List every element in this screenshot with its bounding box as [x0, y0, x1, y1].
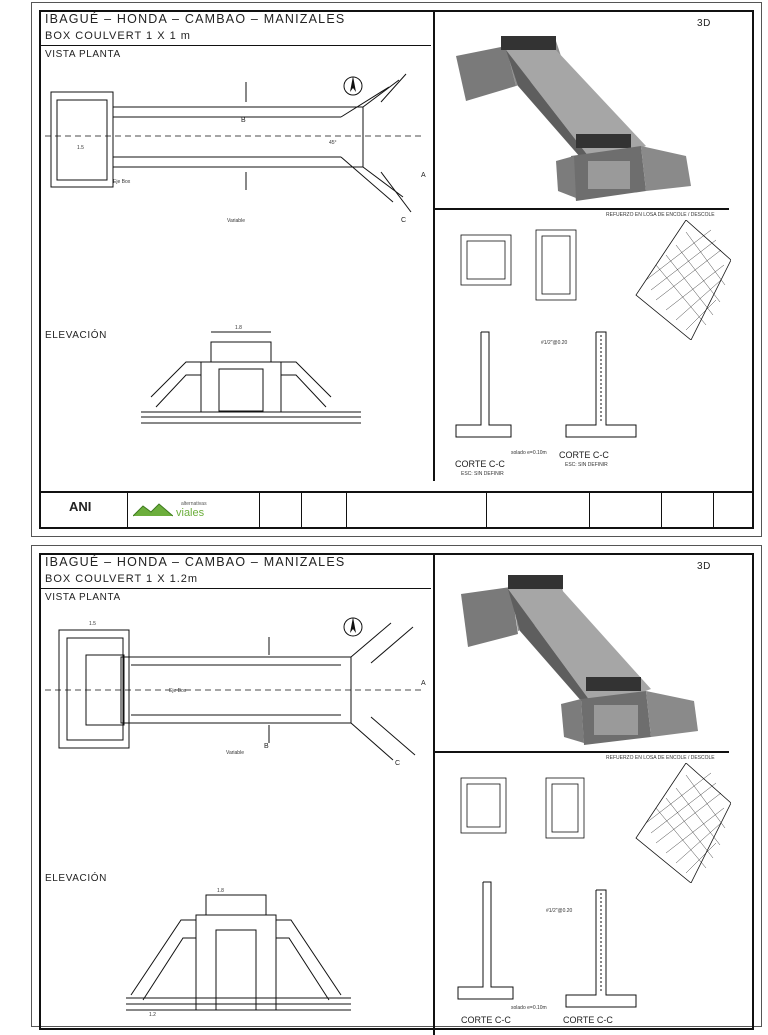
- sheet-1-3d-model: [456, 36, 691, 201]
- sheet-1-section-mark-b: B: [241, 117, 246, 124]
- sheet-1-section-scale-left: ESC: SIN DEFINIR: [461, 471, 504, 477]
- sheet-2-plan-view: [45, 622, 421, 761]
- sheet-2-variable-label: Variable: [226, 750, 244, 756]
- sheet-1-brand-bottom: viales: [176, 507, 205, 519]
- sheet-2-solado-label: solado e=0.10m: [511, 1005, 547, 1011]
- sheet-2-section-mark-a: A: [421, 680, 426, 687]
- sheet-2-dim-bottom: 1.2: [149, 1012, 156, 1018]
- sheet-2-3d-label: 3D: [697, 561, 711, 572]
- sheet-1-variable-label: Variable: [227, 218, 245, 224]
- drawing-sheet-2: IBAGUÉ – HONDA – CAMBAO – MANIZALES BOX …: [31, 545, 762, 1035]
- sheet-1-title-block: ANI alternativas viales: [41, 491, 752, 527]
- drawing-sheet-1: IBAGUÉ – HONDA – CAMBAO – MANIZALES BOX …: [31, 2, 762, 537]
- sheet-2-rebar-details: [460, 763, 731, 883]
- sheet-2-section-label-right: CORTE C-C: [563, 1015, 613, 1025]
- sheet-2-section-label-left: CORTE C-C: [461, 1015, 511, 1025]
- sheet-1-rebar-details: [460, 220, 731, 340]
- sheet-1-3d-label: 3D: [697, 18, 711, 29]
- sheet-1-north-arrow-icon: [343, 76, 363, 96]
- sheet-1-elevation-view: [141, 331, 361, 424]
- sheet-1-section-scale-right: ESC: SIN DEFINIR: [565, 462, 608, 468]
- sheet-1-section-label-left: CORTE C-C: [455, 459, 505, 469]
- sheet-1-section-cc-right: [565, 331, 637, 438]
- sheet-1-rebar-title: REFUERZO EN LOSA DE ENCOLE / DESCOLE: [606, 212, 715, 218]
- sheet-2-axis-label: Eje Box: [169, 688, 187, 694]
- sheet-2-frame: IBAGUÉ – HONDA – CAMBAO – MANIZALES BOX …: [39, 553, 754, 1035]
- sheet-2-subtitle: BOX COULVERT 1 X 1.2m: [45, 573, 199, 585]
- sheet-1-frame: IBAGUÉ – HONDA – CAMBAO – MANIZALES BOX …: [39, 10, 754, 529]
- sheet-2-section-mark-b: B: [264, 743, 269, 750]
- sheet-1-axis-label: Eje Box: [113, 179, 131, 185]
- sheet-2-section-cc-right: [565, 889, 637, 1008]
- sheet-2-bar-label: #1/2"@0.20: [546, 908, 573, 914]
- sheet-1-subtitle: BOX COULVERT 1 X 1 m: [45, 30, 191, 42]
- sheet-2-north-arrow-icon: [343, 617, 363, 637]
- sheet-2-section-cc-left: [457, 881, 514, 1000]
- sheet-2-section-mark-c: C: [395, 760, 401, 767]
- sheet-1-bar-label: #1/2"@0.20: [541, 340, 568, 346]
- sheet-1-ani-logo: ANI: [69, 499, 92, 514]
- sheet-2-elevation-view: [126, 894, 351, 1011]
- sheet-1-brand-top: alternativas: [181, 501, 207, 507]
- sheet-1-section-label-right: CORTE C-C: [559, 450, 609, 460]
- sheet-1-section-mark-a: A: [421, 172, 426, 179]
- sheet-1-plan-label: VISTA PLANTA: [45, 49, 121, 60]
- sheet-2-dim-1: 1.5: [89, 621, 96, 627]
- sheet-1-title: IBAGUÉ – HONDA – CAMBAO – MANIZALES: [45, 12, 346, 26]
- sheet-1-solado-label: solado e=0.10m: [511, 450, 547, 456]
- sheet-2-elevation-label: ELEVACIÓN: [45, 873, 107, 884]
- sheet-2-3d-model: [461, 575, 698, 745]
- sheet-2-title: IBAGUÉ – HONDA – CAMBAO – MANIZALES: [45, 555, 346, 569]
- sheet-1-section-cc-left: [455, 331, 512, 438]
- sheet-1-dim-angle: 45°: [329, 140, 337, 146]
- sheet-1-brand-mountain-icon: [133, 503, 173, 517]
- sheet-1-section-mark-c: C: [401, 217, 407, 224]
- sheet-1-plan-view: [45, 73, 421, 213]
- sheet-1-dim-top: 1.8: [235, 325, 242, 331]
- sheet-1-dim-1: 1.5: [77, 145, 84, 151]
- sheet-2-plan-label: VISTA PLANTA: [45, 592, 121, 603]
- sheet-2-rebar-title: REFUERZO EN LOSA DE ENCOLE / DESCOLE: [606, 755, 715, 761]
- sheet-1-elevation-label: ELEVACIÓN: [45, 330, 107, 341]
- sheet-2-dim-top: 1.8: [217, 888, 224, 894]
